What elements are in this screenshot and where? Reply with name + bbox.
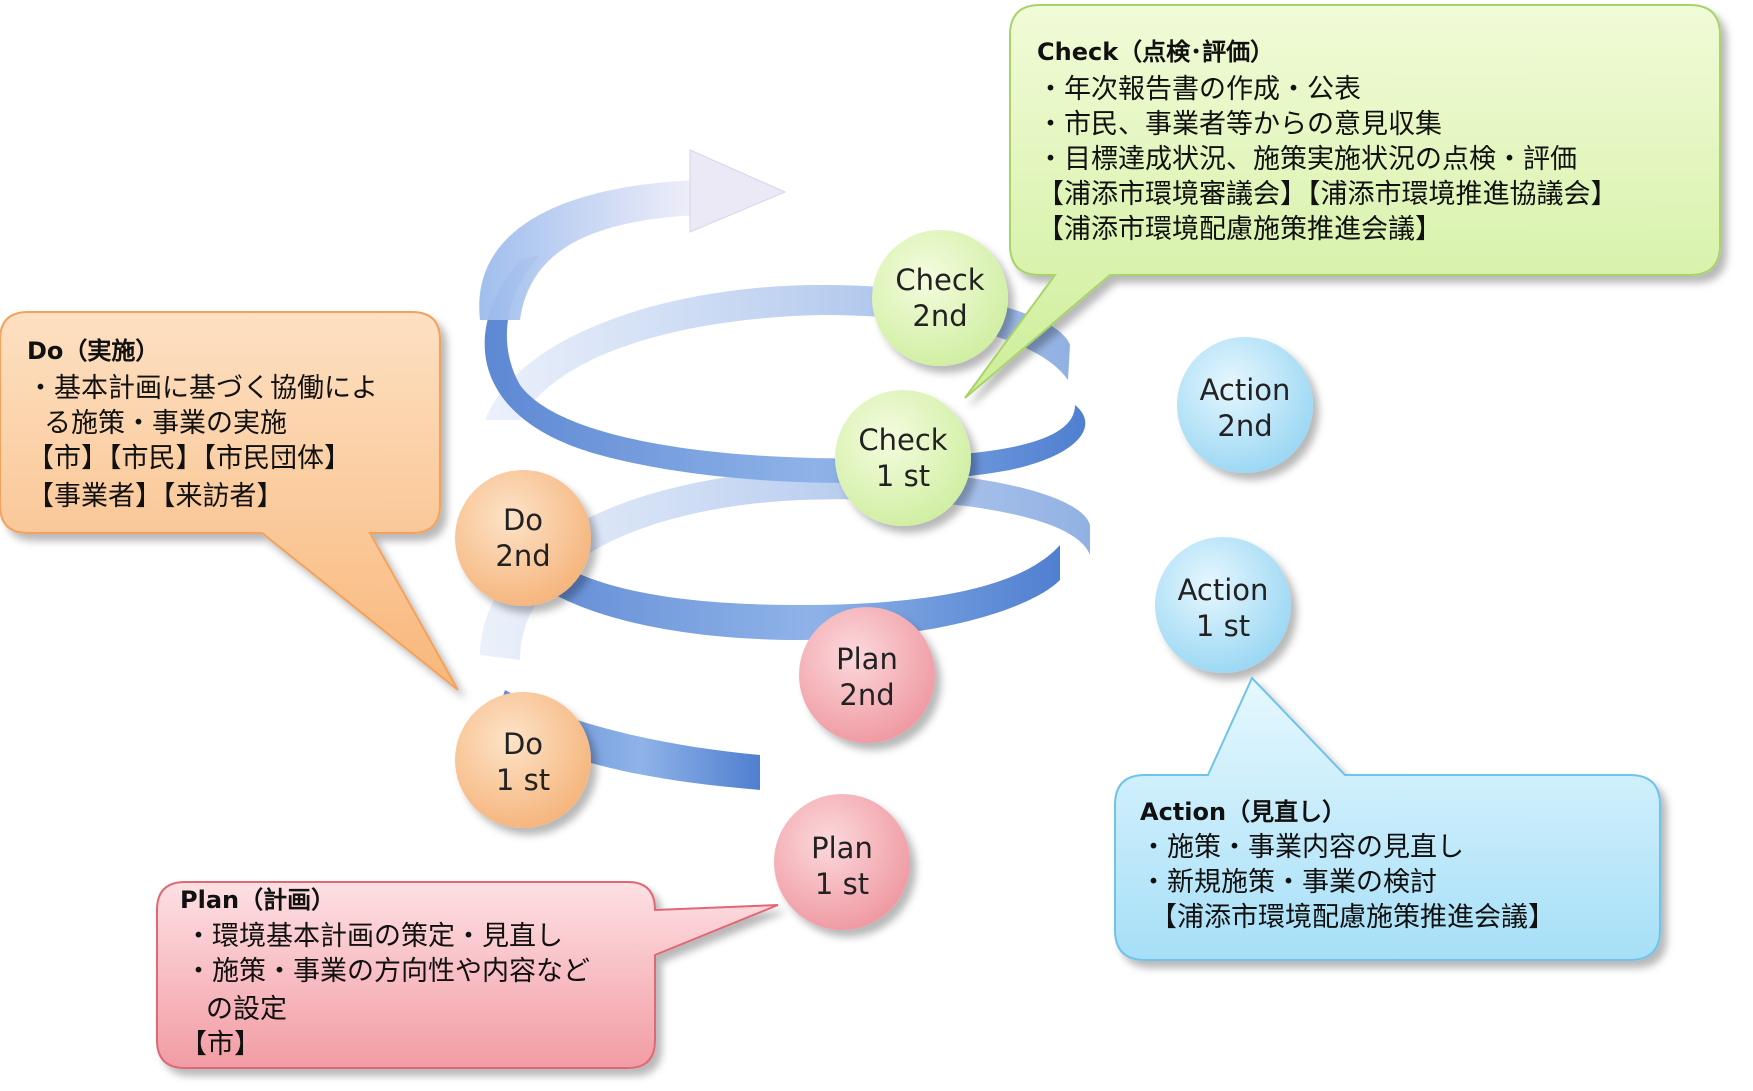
- do-2nd-circle: [455, 470, 591, 606]
- node-plan-2nd: Plan 2nd: [799, 607, 935, 743]
- callout-action-line-1: ・施策・事業内容の見直し: [1140, 832, 1464, 863]
- check-2nd-label-1: Check: [895, 263, 984, 297]
- do-2nd-label-1: Do: [503, 503, 543, 537]
- action-2nd-label-1: Action: [1200, 373, 1291, 407]
- plan-1st-circle: [774, 794, 910, 930]
- action-1st-label-1: Action: [1178, 573, 1269, 607]
- callout-plan-shape: [156, 881, 779, 1069]
- node-plan-1st: Plan 1 st: [774, 794, 910, 930]
- callout-check-line-4: 【浦添市環境審議会】【浦添市環境推進協議会】: [1037, 179, 1618, 210]
- check-1st-label-1: Check: [858, 423, 947, 457]
- do-2nd-label-2: 2nd: [495, 539, 550, 573]
- node-do-2nd: Do 2nd: [455, 470, 591, 606]
- callout-check-line-1: ・年次報告書の作成・公表: [1037, 74, 1361, 105]
- callout-do-line-3: 【市】【市民】【市民団体】: [27, 443, 351, 474]
- plan-1st-label-1: Plan: [811, 831, 873, 865]
- callout-plan-line-1: ・環境基本計画の策定・見直し: [185, 921, 563, 952]
- spiral-upper-front: [484, 255, 1086, 483]
- callout-action-title: Action（見直し）: [1140, 798, 1346, 826]
- callout-plan-line-4: 【市】: [180, 1029, 261, 1060]
- callout-action-shape: [1114, 676, 1661, 961]
- node-check-1st: Check 1 st: [835, 390, 971, 526]
- check-2nd-circle: [872, 230, 1008, 366]
- callout-action: Action（見直し） ・施策・事業内容の見直し ・新規施策・事業の検討 【浦添…: [1114, 676, 1661, 961]
- callout-plan-line-2: ・施策・事業の方向性や内容など: [185, 956, 590, 987]
- node-action-1st: Action 1 st: [1155, 537, 1291, 673]
- action-1st-circle: [1155, 537, 1291, 673]
- node-check-2nd: Check 2nd: [872, 230, 1008, 366]
- callout-check-title: Check（点検･評価）: [1037, 38, 1274, 66]
- plan-1st-label-2: 1 st: [815, 867, 869, 901]
- check-1st-label-2: 1 st: [876, 459, 930, 493]
- callout-plan-line-3: の設定: [206, 994, 287, 1025]
- callout-check-shape: [964, 4, 1721, 399]
- spiral-lower-back: [480, 469, 1090, 660]
- spiral-arrowhead: [689, 149, 787, 233]
- do-1st-circle: [455, 692, 591, 828]
- check-2nd-label-2: 2nd: [912, 299, 967, 333]
- action-2nd-label-2: 2nd: [1217, 409, 1272, 443]
- callout-do-title: Do（実施）: [27, 337, 159, 365]
- node-do-1st: Do 1 st: [455, 692, 591, 828]
- check-1st-circle: [835, 390, 971, 526]
- action-2nd-circle: [1177, 337, 1313, 473]
- spiral-lower-front: [500, 530, 1060, 640]
- callout-do: Do（実施） ・基本計画に基づく協働によ る施策・事業の実施 【市】【市民】【市…: [0, 311, 459, 691]
- action-1st-label-2: 1 st: [1196, 609, 1250, 643]
- spiral-top-arm: [479, 180, 700, 320]
- callout-action-line-2: ・新規施策・事業の検討: [1140, 867, 1437, 898]
- plan-2nd-circle: [799, 607, 935, 743]
- callout-plan: Plan（計画） ・環境基本計画の策定・見直し ・施策・事業の方向性や内容など …: [156, 881, 779, 1069]
- callout-check-line-3: ・目標達成状況、施策実施状況の点検・評価: [1037, 144, 1577, 175]
- callout-do-shape: [0, 311, 459, 691]
- callout-action-line-3: 【浦添市環境配慮施策推進会議】: [1150, 902, 1555, 933]
- callout-do-line-4: 【事業者】【来訪者】: [27, 481, 284, 512]
- callout-plan-title: Plan（計画）: [180, 886, 335, 914]
- callout-check-line-2: ・市民、事業者等からの意見収集: [1037, 109, 1442, 140]
- plan-2nd-label-2: 2nd: [839, 678, 894, 712]
- plan-2nd-label-1: Plan: [836, 642, 898, 676]
- do-1st-label-1: Do: [503, 727, 543, 761]
- callout-check-line-5: 【浦添市環境配慮施策推進会議】: [1037, 214, 1442, 245]
- do-1st-label-2: 1 st: [496, 763, 550, 797]
- callout-do-line-1: ・基本計画に基づく協働によ: [27, 373, 378, 404]
- node-action-2nd: Action 2nd: [1177, 337, 1313, 473]
- spiral-band: [479, 149, 1090, 790]
- callout-do-line-2: る施策・事業の実施: [44, 408, 287, 439]
- callout-check: Check（点検･評価） ・年次報告書の作成・公表 ・市民、事業者等からの意見収…: [964, 4, 1721, 399]
